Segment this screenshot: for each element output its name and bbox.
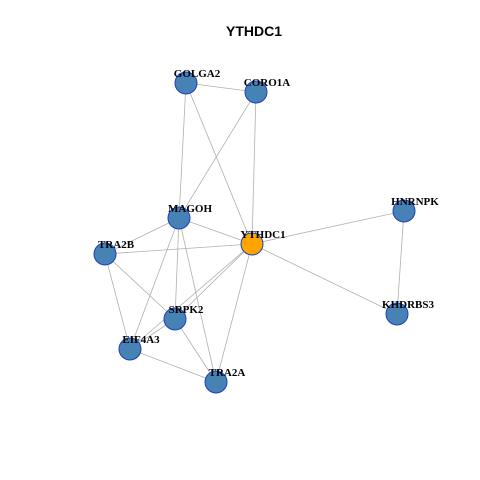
node-coro1a — [244, 80, 268, 104]
node-label-eif4a3: EIF4A3 — [122, 334, 160, 346]
edge-golga2-ythdc1 — [185, 82, 253, 245]
node-hnrnpk — [392, 199, 416, 223]
node-label-hnrnpk: HNRNPK — [391, 196, 439, 208]
node-label-magoh: MAGOH — [168, 203, 212, 215]
edge-magoh-ythdc1 — [178, 217, 253, 245]
node-label-khdrbs3: KHDRBS3 — [382, 299, 434, 311]
node-magoh — [167, 206, 191, 230]
edge-ythdc1-eif4a3 — [129, 243, 253, 350]
graph-title: YTHDC1 — [226, 23, 282, 39]
edge-magoh-tra2a — [178, 217, 217, 383]
edge-layer — [104, 82, 405, 383]
node-label-ythdc1: YTHDC1 — [240, 229, 285, 241]
edge-ythdc1-tra2a — [215, 243, 253, 383]
node-srpk2 — [163, 307, 187, 331]
edge-hnrnpk-khdrbs3 — [396, 210, 405, 315]
node-label-tra2a: TRA2A — [209, 367, 246, 379]
edge-tra2b-srpk2 — [104, 253, 176, 320]
edge-srpk2-tra2a — [174, 318, 217, 383]
node-label-tra2b: TRA2B — [98, 239, 135, 251]
edge-ythdc1-khdrbs3 — [251, 243, 398, 315]
edge-golga2-coro1a — [185, 82, 257, 93]
edge-tra2b-eif4a3 — [104, 253, 131, 350]
node-khdrbs3 — [385, 302, 409, 326]
node-ythdc1 — [240, 232, 264, 256]
edge-magoh-tra2b — [104, 217, 180, 255]
edge-magoh-eif4a3 — [129, 217, 180, 350]
node-label-coro1a: CORO1A — [244, 77, 291, 89]
node-label-srpk2: SRPK2 — [169, 304, 204, 316]
edge-golga2-magoh — [178, 82, 187, 219]
edge-magoh-srpk2 — [174, 217, 180, 320]
node-golga2 — [174, 71, 198, 95]
edge-hnrnpk-ythdc1 — [251, 210, 405, 245]
edge-coro1a-ythdc1 — [251, 91, 257, 245]
node-eif4a3 — [118, 337, 142, 361]
edge-ythdc1-tra2b — [104, 243, 253, 255]
node-tra2b — [93, 242, 117, 266]
node-layer — [93, 71, 416, 394]
edge-coro1a-magoh — [178, 91, 257, 219]
edge-ythdc1-srpk2 — [174, 243, 253, 320]
node-tra2a — [204, 370, 228, 394]
edge-eif4a3-tra2a — [129, 348, 217, 383]
node-label-golga2: GOLGA2 — [174, 68, 221, 80]
